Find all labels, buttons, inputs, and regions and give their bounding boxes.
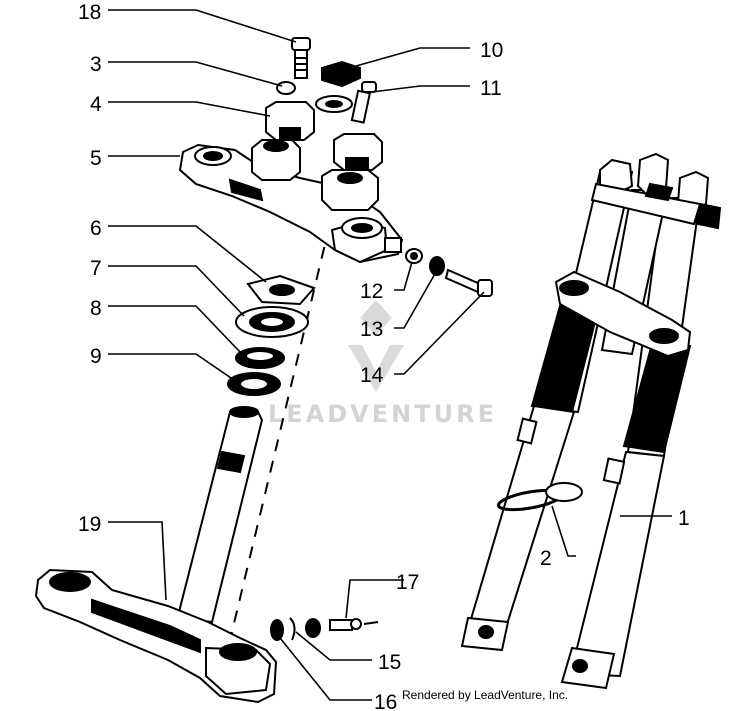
washer-16: [270, 619, 284, 641]
callout-17: 17: [396, 571, 419, 594]
callout-16: 16: [374, 691, 397, 711]
callout-11: 11: [480, 77, 502, 100]
callout-8: 8: [90, 297, 102, 320]
callout-18: 18: [78, 1, 101, 24]
callout-7: 7: [90, 257, 102, 280]
callout-19: 19: [78, 513, 101, 536]
watermark-logo: [348, 300, 404, 392]
callout-4: 4: [90, 93, 102, 116]
callout-12: 12: [360, 280, 383, 303]
callout-14: 14: [360, 364, 384, 387]
callout-15: 15: [378, 651, 401, 674]
bushing-10: [321, 60, 361, 88]
callout-3: 3: [90, 53, 102, 76]
callout-5: 5: [90, 147, 102, 170]
washer-10b: [315, 95, 353, 113]
nut-12: [405, 248, 423, 264]
render-credit: Rendered by LeadVenture, Inc.: [402, 688, 569, 702]
handlebar-clamp-base-right: [321, 169, 379, 211]
callout-9: 9: [90, 345, 102, 368]
bearing-7: [235, 306, 309, 338]
steering-stem-19: [176, 406, 264, 624]
bolt-18: [291, 37, 311, 79]
steering-axis-line: [229, 139, 351, 641]
bearing-nut-6: [246, 274, 316, 306]
handlebar-clamp-upper-left: [265, 101, 315, 141]
handlebar-clamp-upper-right: [333, 133, 383, 171]
bearing-race-9: [227, 372, 281, 396]
callout-labels: 18 3 4 5 6 7 8 9 19 10 11 12 13 14 1 2 1…: [78, 1, 690, 711]
bolt-11: [350, 81, 377, 124]
leader-lines: [108, 9, 672, 701]
bolt-17: [329, 618, 379, 631]
callout-6: 6: [90, 217, 102, 240]
front-fork-assembly-1: [460, 152, 722, 690]
callout-2: 2: [540, 547, 552, 570]
callout-10: 10: [480, 39, 503, 62]
lower-triple-clamp: [34, 568, 278, 704]
callout-13: 13: [360, 318, 383, 341]
upper-triple-clamp: [178, 143, 404, 264]
watermark-text: LEADVENTURE: [268, 400, 497, 428]
circlip-15: [289, 617, 296, 641]
callout-1: 1: [678, 507, 690, 530]
bearing-8: [235, 347, 285, 369]
handlebar-clamp-base-left: [251, 139, 301, 181]
washer-17b: [305, 618, 321, 638]
bolt-14: [444, 268, 493, 297]
washer-3: [276, 81, 296, 95]
washer-13: [429, 256, 445, 276]
